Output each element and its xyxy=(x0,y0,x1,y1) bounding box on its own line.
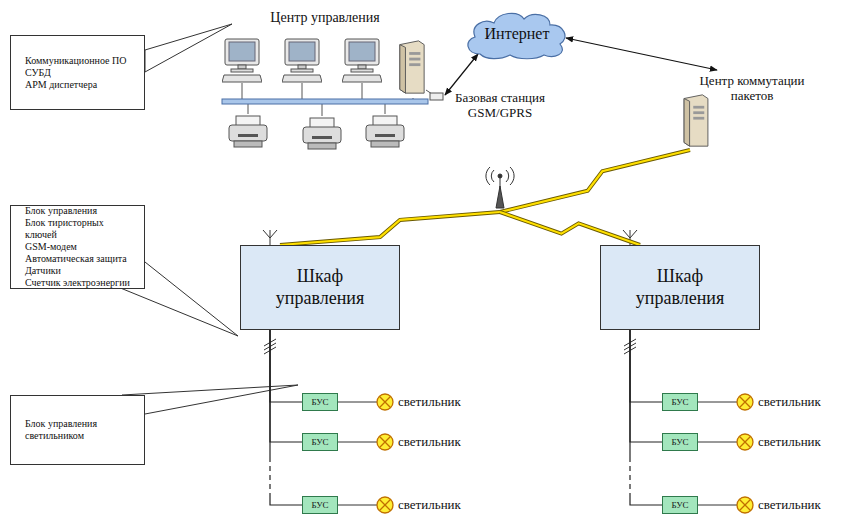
node-text: БУС xyxy=(311,500,328,510)
callout-box: Коммуникационное ПОСУБДАРМ диспетчера xyxy=(10,35,145,110)
control-cabinet: Шкаф управления xyxy=(600,245,760,330)
connector xyxy=(280,212,500,245)
connector xyxy=(630,330,662,402)
control-center-equipment xyxy=(222,39,443,149)
callout-box: Блок управленияБлок тиристорных ключейGS… xyxy=(10,205,145,289)
connector xyxy=(566,38,717,70)
lamp-label: светильник xyxy=(398,394,461,410)
node-text: Автоматическая защита xyxy=(25,253,134,265)
lamp-label: светильник xyxy=(398,497,461,513)
node-text: Интернет xyxy=(485,25,550,43)
node-text: GSM-модем xyxy=(25,241,134,253)
node-text: Центр коммутации пакетов xyxy=(691,73,813,103)
connector xyxy=(630,330,662,442)
node-text: Блок тиристорных ключей xyxy=(25,217,134,241)
lamp-control-unit: БУС xyxy=(302,496,338,514)
base-station: Базовая станция GSM/GPRS xyxy=(440,90,560,212)
packet-center: Центр коммутации пакетов xyxy=(665,70,815,150)
node-text: БУС xyxy=(311,437,328,447)
connector xyxy=(445,54,478,95)
lamp-label: светильник xyxy=(758,497,821,513)
connector xyxy=(270,330,302,402)
node-text: Базовая станция GSM/GPRS xyxy=(448,90,552,120)
node-text: БУС xyxy=(671,397,688,407)
control-center: Центр управления xyxy=(205,5,445,155)
callout-box: Блок управления светильником xyxy=(10,395,145,465)
node-text: Датчики xyxy=(25,265,134,277)
lamp-control-unit: БУС xyxy=(662,496,698,514)
node-text: Блок управления светильником xyxy=(25,418,134,442)
callout-tail xyxy=(145,24,232,72)
lamp-control-unit: БУС xyxy=(302,433,338,451)
callout-tail xyxy=(122,385,298,414)
node-text: Центр управления xyxy=(205,10,445,26)
node-text: Шкаф управления xyxy=(265,266,375,309)
lamp-label: светильник xyxy=(398,434,461,450)
lamp-label: светильник xyxy=(758,434,821,450)
antenna-icon xyxy=(486,167,514,208)
lamp-control-unit: БУС xyxy=(662,393,698,411)
node-text: АРМ диспетчера xyxy=(25,79,134,91)
node-text: СУБД xyxy=(25,67,134,79)
node-text: Блок управления xyxy=(25,205,134,217)
node-text: Счетчик электроэнергии xyxy=(25,277,134,289)
node-text: БУС xyxy=(671,500,688,510)
lamp-control-unit: БУС xyxy=(302,393,338,411)
control-cabinet: Шкаф управления xyxy=(240,245,400,330)
connector xyxy=(500,212,640,245)
bus-hatch xyxy=(264,339,636,354)
connector xyxy=(270,330,302,505)
node-text: Коммуникационное ПО xyxy=(25,55,134,67)
node-text: БУС xyxy=(671,437,688,447)
lamp-symbol xyxy=(377,394,753,513)
connector xyxy=(500,150,690,212)
node-text: Шкаф управления xyxy=(625,266,735,309)
lamp-label: светильник xyxy=(758,394,821,410)
lamp-wire xyxy=(338,402,737,505)
internet-cloud: Интернет xyxy=(462,8,572,60)
connector xyxy=(270,330,302,442)
node-text: БУС xyxy=(311,397,328,407)
connector xyxy=(630,330,662,505)
lamp-control-unit: БУС xyxy=(662,433,698,451)
server-icon xyxy=(684,95,708,146)
